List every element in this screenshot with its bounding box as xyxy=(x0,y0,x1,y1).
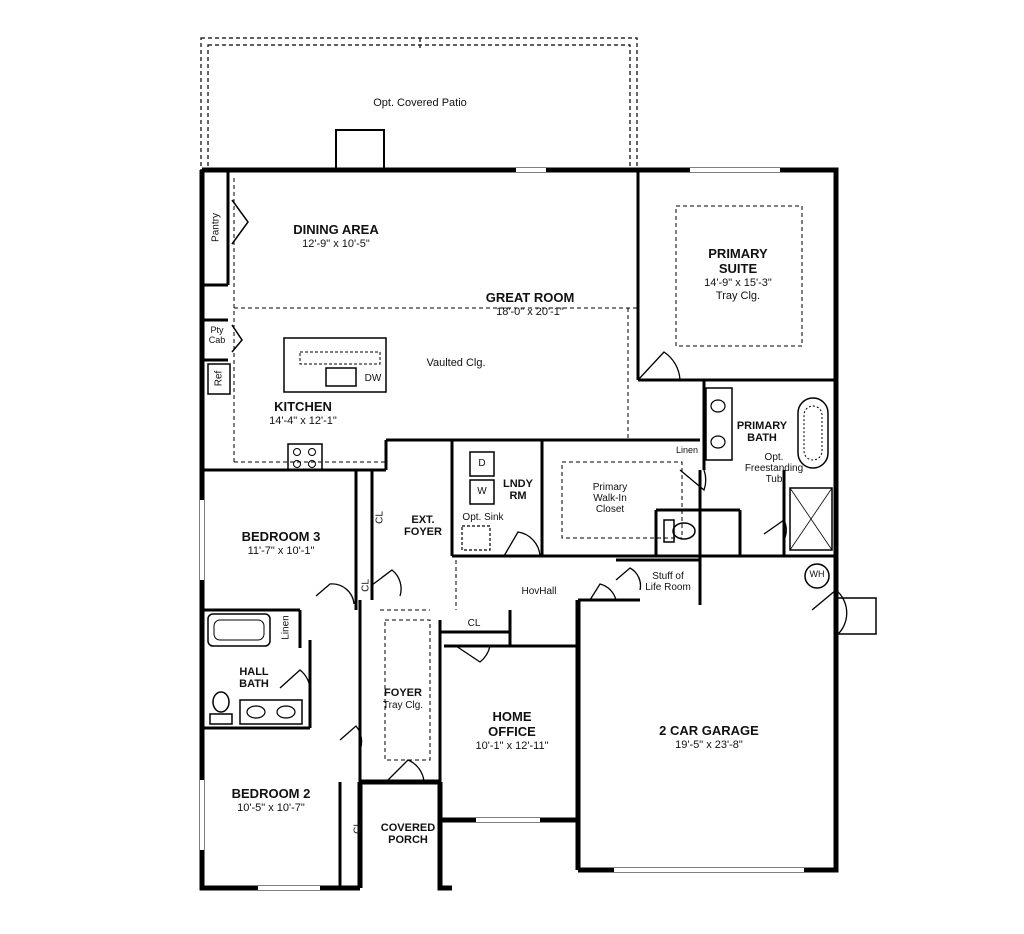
laundry-sink-note: Opt. Sink xyxy=(462,512,504,523)
fireplace xyxy=(335,129,385,171)
room-garage: 2 CAR GARAGE 19'-5" x 23'-8" xyxy=(644,723,774,752)
refrigerator xyxy=(207,363,231,395)
room-bedroom3-dims: 11'-7" x 10'-1" xyxy=(247,544,315,557)
cl-label-1: CL xyxy=(374,511,386,524)
room-kitchen: KITCHEN 14'-4" x 12'-1" xyxy=(244,399,362,428)
room-home-office: HOME OFFICE 10'-1" x 12'-11" xyxy=(460,709,564,753)
linen-bath-label: Linen xyxy=(675,445,699,455)
garage-side-step xyxy=(835,597,877,635)
hall-tub xyxy=(207,613,271,647)
cl-label-4: CL xyxy=(352,821,364,834)
room-stuff-of-life-name: Stuff of Life Room xyxy=(645,571,691,593)
room-home-office-name: HOME OFFICE xyxy=(488,709,536,739)
room-great-room-name: GREAT ROOM xyxy=(485,290,575,305)
cooktop xyxy=(287,443,323,471)
room-garage-name: 2 CAR GARAGE xyxy=(659,723,759,738)
room-bedroom2: BEDROOM 2 10'-5" x 10'-7" xyxy=(212,786,330,815)
room-great-room: GREAT ROOM 18'-0" x 20'-1" xyxy=(470,290,590,319)
room-dining-dims: 12'-9" x 10'-5" xyxy=(302,237,370,250)
room-bedroom3-name: BEDROOM 3 xyxy=(241,529,321,544)
room-dining-name: DINING AREA xyxy=(293,222,379,237)
pantry-label: Pantry xyxy=(210,213,222,242)
kitchen-sink xyxy=(325,367,357,387)
dryer xyxy=(469,451,495,477)
room-primary-suite-ceiling: Tray Clg. xyxy=(715,289,761,302)
room-dining: DINING AREA 12'-9" x 10'-5" xyxy=(276,222,396,251)
linen-hall-label: Linen xyxy=(280,615,292,640)
room-foyer-name: FOYER xyxy=(384,687,422,699)
kitchen-island xyxy=(283,337,387,393)
patio-label: Opt. Covered Patio xyxy=(360,97,480,110)
patio-label-text: Opt. Covered Patio xyxy=(373,97,467,109)
pty-cab-label: Pty Cab xyxy=(208,325,226,345)
laundry-sink xyxy=(461,525,491,551)
room-closet-name: Primary Walk-In Closet xyxy=(592,482,628,515)
zone-lines xyxy=(233,178,803,761)
room-primary-bath-name: PRIMARY BATH xyxy=(736,420,788,445)
room-hovhall-name: HovHall xyxy=(521,586,557,597)
room-bedroom2-name: BEDROOM 2 xyxy=(231,786,311,801)
room-primary-suite: PRIMARY SUITE 14'-9" x 15'-3" Tray Clg. xyxy=(688,246,788,302)
room-garage-dims: 19'-5" x 23'-8" xyxy=(675,738,743,751)
cl-label-2: CL xyxy=(360,579,372,592)
toilet-hall xyxy=(209,713,233,725)
room-great-room-dims: 18'-0" x 20'-1" xyxy=(496,305,564,318)
room-kitchen-dims: 14'-4" x 12'-1" xyxy=(269,414,337,427)
windows xyxy=(200,168,804,890)
dw-label: DW xyxy=(364,373,382,384)
room-hall-bath-name: HALL BATH xyxy=(239,666,269,691)
room-bedroom2-dims: 10'-5" x 10'-7" xyxy=(237,801,305,814)
freestanding-tub xyxy=(797,397,829,469)
washer-label: W xyxy=(477,486,487,497)
room-bedroom3: BEDROOM 3 11'-7" x 10'-1" xyxy=(222,529,340,558)
water-heater xyxy=(804,563,830,589)
dryer-label: D xyxy=(478,458,486,469)
foyer-ceiling-note: Tray Clg. xyxy=(382,700,424,711)
great-room-ceiling: Vaulted Clg. xyxy=(414,357,498,370)
ref-label: Ref xyxy=(213,370,225,387)
room-kitchen-name: KITCHEN xyxy=(274,399,332,414)
great-room-ceiling-text: Vaulted Clg. xyxy=(426,357,486,369)
room-primary-suite-dims: 14'-9" x 15'-3" xyxy=(704,276,772,289)
hall-vanity xyxy=(239,699,303,725)
bath-vanity xyxy=(705,387,733,461)
wh-label: WH xyxy=(809,569,825,579)
toilet-primary xyxy=(663,519,675,543)
washer xyxy=(469,479,495,505)
door-swings xyxy=(279,351,848,783)
room-primary-suite-name: PRIMARY SUITE xyxy=(708,246,768,276)
cl-label-3: CL xyxy=(467,618,481,629)
interior-walls xyxy=(202,170,836,888)
shower xyxy=(789,487,833,551)
room-home-office-dims: 10'-1" x 12'-11" xyxy=(475,739,549,752)
room-laundry-name: LNDY RM xyxy=(503,478,533,503)
room-ext-foyer-name: EXT. FOYER xyxy=(404,514,442,539)
room-covered-porch-name: COVERED PORCH xyxy=(380,822,436,847)
primary-bath-tub-note: Opt. Freestanding Tub xyxy=(744,452,804,485)
